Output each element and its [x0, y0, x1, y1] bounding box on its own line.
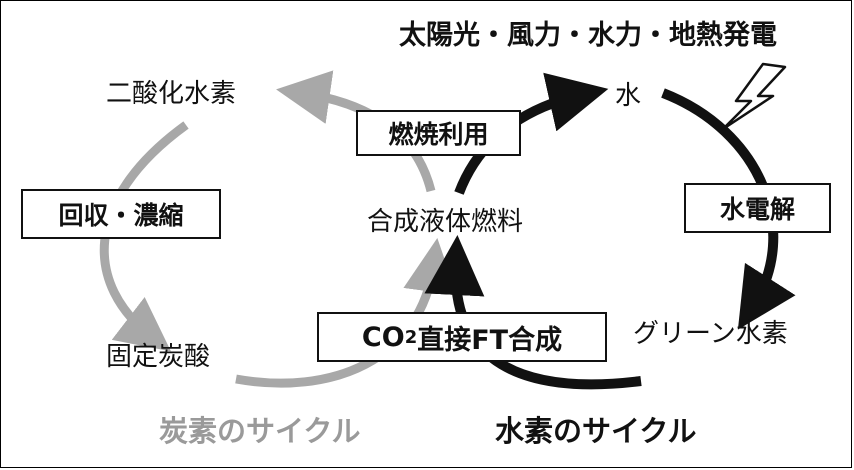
lightning-bolt-icon: [721, 62, 787, 131]
synthetic-fuel-label: 合成液体燃料: [367, 207, 524, 237]
capture-label: 回収・濃縮: [58, 201, 184, 230]
carbon-cycle-label: 炭素のサイクル: [159, 414, 361, 448]
hydrogen-cycle-label: 水素のサイクル: [495, 414, 697, 448]
co2-label: 二酸化水素: [106, 79, 237, 109]
water-label: 水: [615, 81, 642, 111]
arrow-co2-to-carbonate: [99, 121, 189, 352]
capture-box: 回収・濃縮: [21, 189, 221, 239]
arrow-hydrogen-to-fuel: [424, 235, 642, 390]
energy-sources-label: 太陽光・風力・水力・地熱発電: [399, 20, 777, 51]
combustion-label: 燃焼利用: [388, 120, 489, 149]
electrolysis-box: 水電解: [684, 183, 831, 233]
co2-ft-suffix: 直接FT合成: [417, 324, 563, 356]
arrow-carbonate-to-fuel: [235, 238, 457, 388]
fixed-carbonate-label: 固定炭酸: [106, 342, 211, 372]
green-hydrogen-label: グリーン水素: [633, 319, 788, 349]
combustion-box: 燃焼利用: [356, 110, 521, 156]
electrolysis-label: 水電解: [719, 195, 795, 224]
co2-ft-subscript: 2: [404, 326, 418, 348]
co2-ft-prefix: CO: [361, 321, 405, 353]
